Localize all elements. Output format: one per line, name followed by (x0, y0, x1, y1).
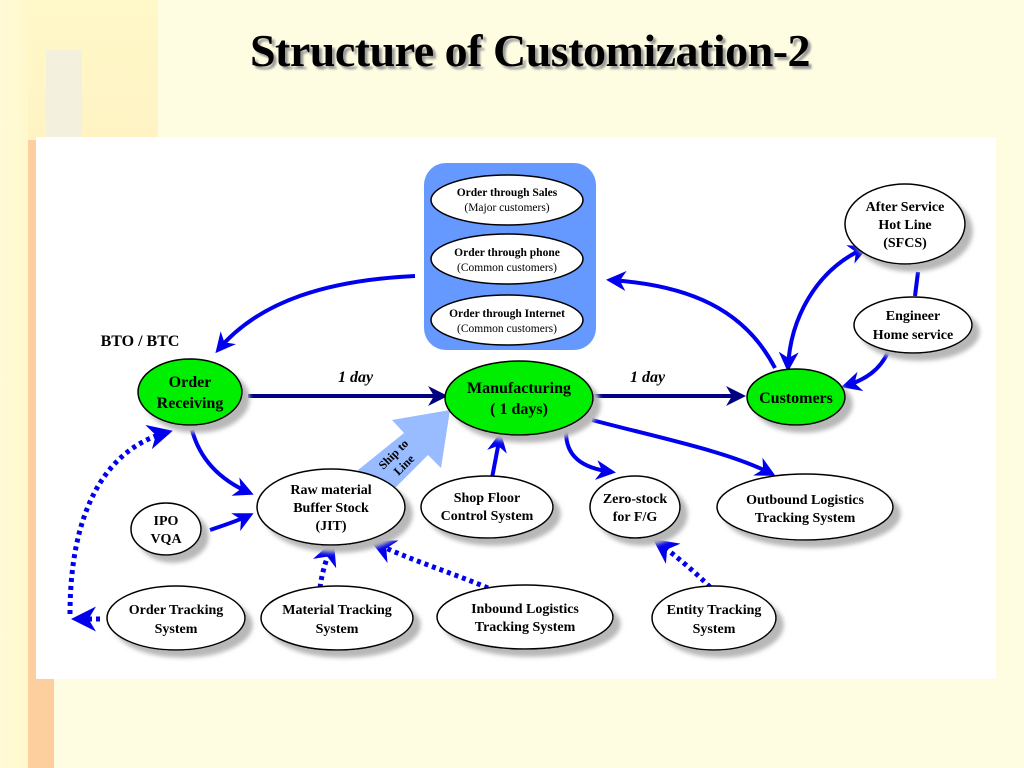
edge-shopfloor-to-manufacturing (487, 432, 507, 479)
order-channel-title: Order through Internet (449, 308, 565, 320)
bto-btc-label: BTO / BTC (101, 333, 180, 350)
node-label: Inbound Logistics (471, 602, 579, 617)
node-label: Material Tracking (282, 603, 392, 618)
order-channel-sub: (Major customers) (464, 202, 549, 214)
edge-manufacturing-to-zero-stock (564, 431, 616, 480)
edge-tracking-to-order-receiving (67, 425, 173, 615)
node-label: System (693, 622, 736, 637)
node-manufacturing[interactable] (444, 360, 594, 436)
node-label: (SFCS) (883, 236, 927, 251)
node-label: Outbound Logistics (746, 493, 864, 508)
node-label: (JIT) (315, 519, 346, 534)
diagram-panel: Order through Sales (Major customers) Or… (36, 137, 996, 679)
order-channels-box: Order through Sales (Major customers) Or… (424, 163, 596, 350)
order-channel-title: Order through phone (454, 247, 560, 259)
node-label: Control System (441, 509, 534, 524)
node-label: System (316, 622, 359, 637)
edge-order-to-raw-material (190, 429, 254, 496)
edges (67, 245, 920, 632)
node-label: Entity Tracking (667, 603, 762, 618)
node-label: IPO (154, 514, 179, 529)
decor-strip-orange (28, 140, 36, 680)
order-channel-phone: Order through phone (Common customers) (430, 233, 584, 285)
edge-manufacturing-to-outbound (591, 418, 776, 476)
lead-time-label: 1 day (338, 369, 374, 386)
node-outbound-logistics[interactable] (716, 473, 894, 541)
node-entity-tracking[interactable] (651, 585, 777, 651)
node-customers[interactable] (746, 368, 846, 426)
edge-after-service-engineer (913, 271, 920, 297)
node-label: Raw material (290, 483, 371, 498)
customization-diagram: Order through Sales (Major customers) Or… (67, 163, 973, 651)
order-channel-sub: (Common customers) (457, 262, 557, 274)
edge-engineer-to-customers (841, 351, 890, 391)
node-label: Customers (759, 390, 833, 407)
edge-material-tracking-to-raw (312, 540, 337, 589)
lead-time-label: 1 day (630, 369, 666, 386)
node-label: ( 1 days) (490, 401, 548, 418)
node-label: Home service (873, 328, 953, 343)
node-label: After Service (866, 200, 945, 215)
node-label: System (155, 622, 198, 637)
decor-band-left (0, 0, 28, 768)
edge-inbound-to-raw (370, 540, 489, 591)
node-label: Zero-stock (603, 492, 667, 507)
edge-customers-after-service (778, 245, 869, 372)
node-label: Engineer (886, 309, 940, 324)
node-shop-floor[interactable] (420, 475, 554, 539)
node-label: Hot Line (878, 218, 931, 233)
slide-title: Structure of Customization-2 (249, 25, 811, 76)
edge-customers-to-channels (606, 271, 777, 369)
ship-to-line-arrow: Ship to Line (358, 410, 450, 498)
node-label: for F/G (613, 510, 658, 525)
edge-entity-to-zero-stock (652, 539, 712, 589)
node-label: Tracking System (755, 511, 856, 526)
order-channel-sub: (Common customers) (457, 323, 557, 335)
node-raw-material[interactable] (256, 468, 406, 546)
node-order-receiving[interactable] (137, 358, 243, 426)
node-label: Buffer Stock (293, 501, 369, 516)
node-order-tracking[interactable] (106, 585, 246, 651)
edge-ipo-to-raw-material (209, 513, 254, 532)
node-engineer[interactable] (853, 296, 973, 354)
node-label: VQA (150, 532, 182, 547)
node-ipo-vqa[interactable] (130, 502, 202, 556)
decor-block-gray (46, 50, 82, 140)
node-label: Receiving (157, 395, 224, 412)
order-channel-internet: Order through Internet (Common customers… (430, 294, 584, 346)
node-after-service[interactable] (844, 183, 966, 265)
node-inbound-logistics[interactable] (436, 584, 614, 650)
ship-to-line-shape (358, 410, 450, 498)
node-material-tracking[interactable] (260, 585, 414, 651)
node-label: Shop Floor (454, 491, 521, 506)
edge-channels-to-order-receiving (215, 274, 416, 354)
order-channel-sales: Order through Sales (Major customers) (430, 174, 584, 226)
node-label: Order Tracking (129, 603, 224, 618)
node-label: Manufacturing (467, 380, 571, 397)
node-label: Tracking System (475, 620, 576, 635)
order-channel-title: Order through Sales (457, 187, 558, 199)
node-zero-stock[interactable] (589, 475, 681, 539)
node-label: Order (169, 374, 212, 391)
decor-block-orange (28, 678, 54, 768)
